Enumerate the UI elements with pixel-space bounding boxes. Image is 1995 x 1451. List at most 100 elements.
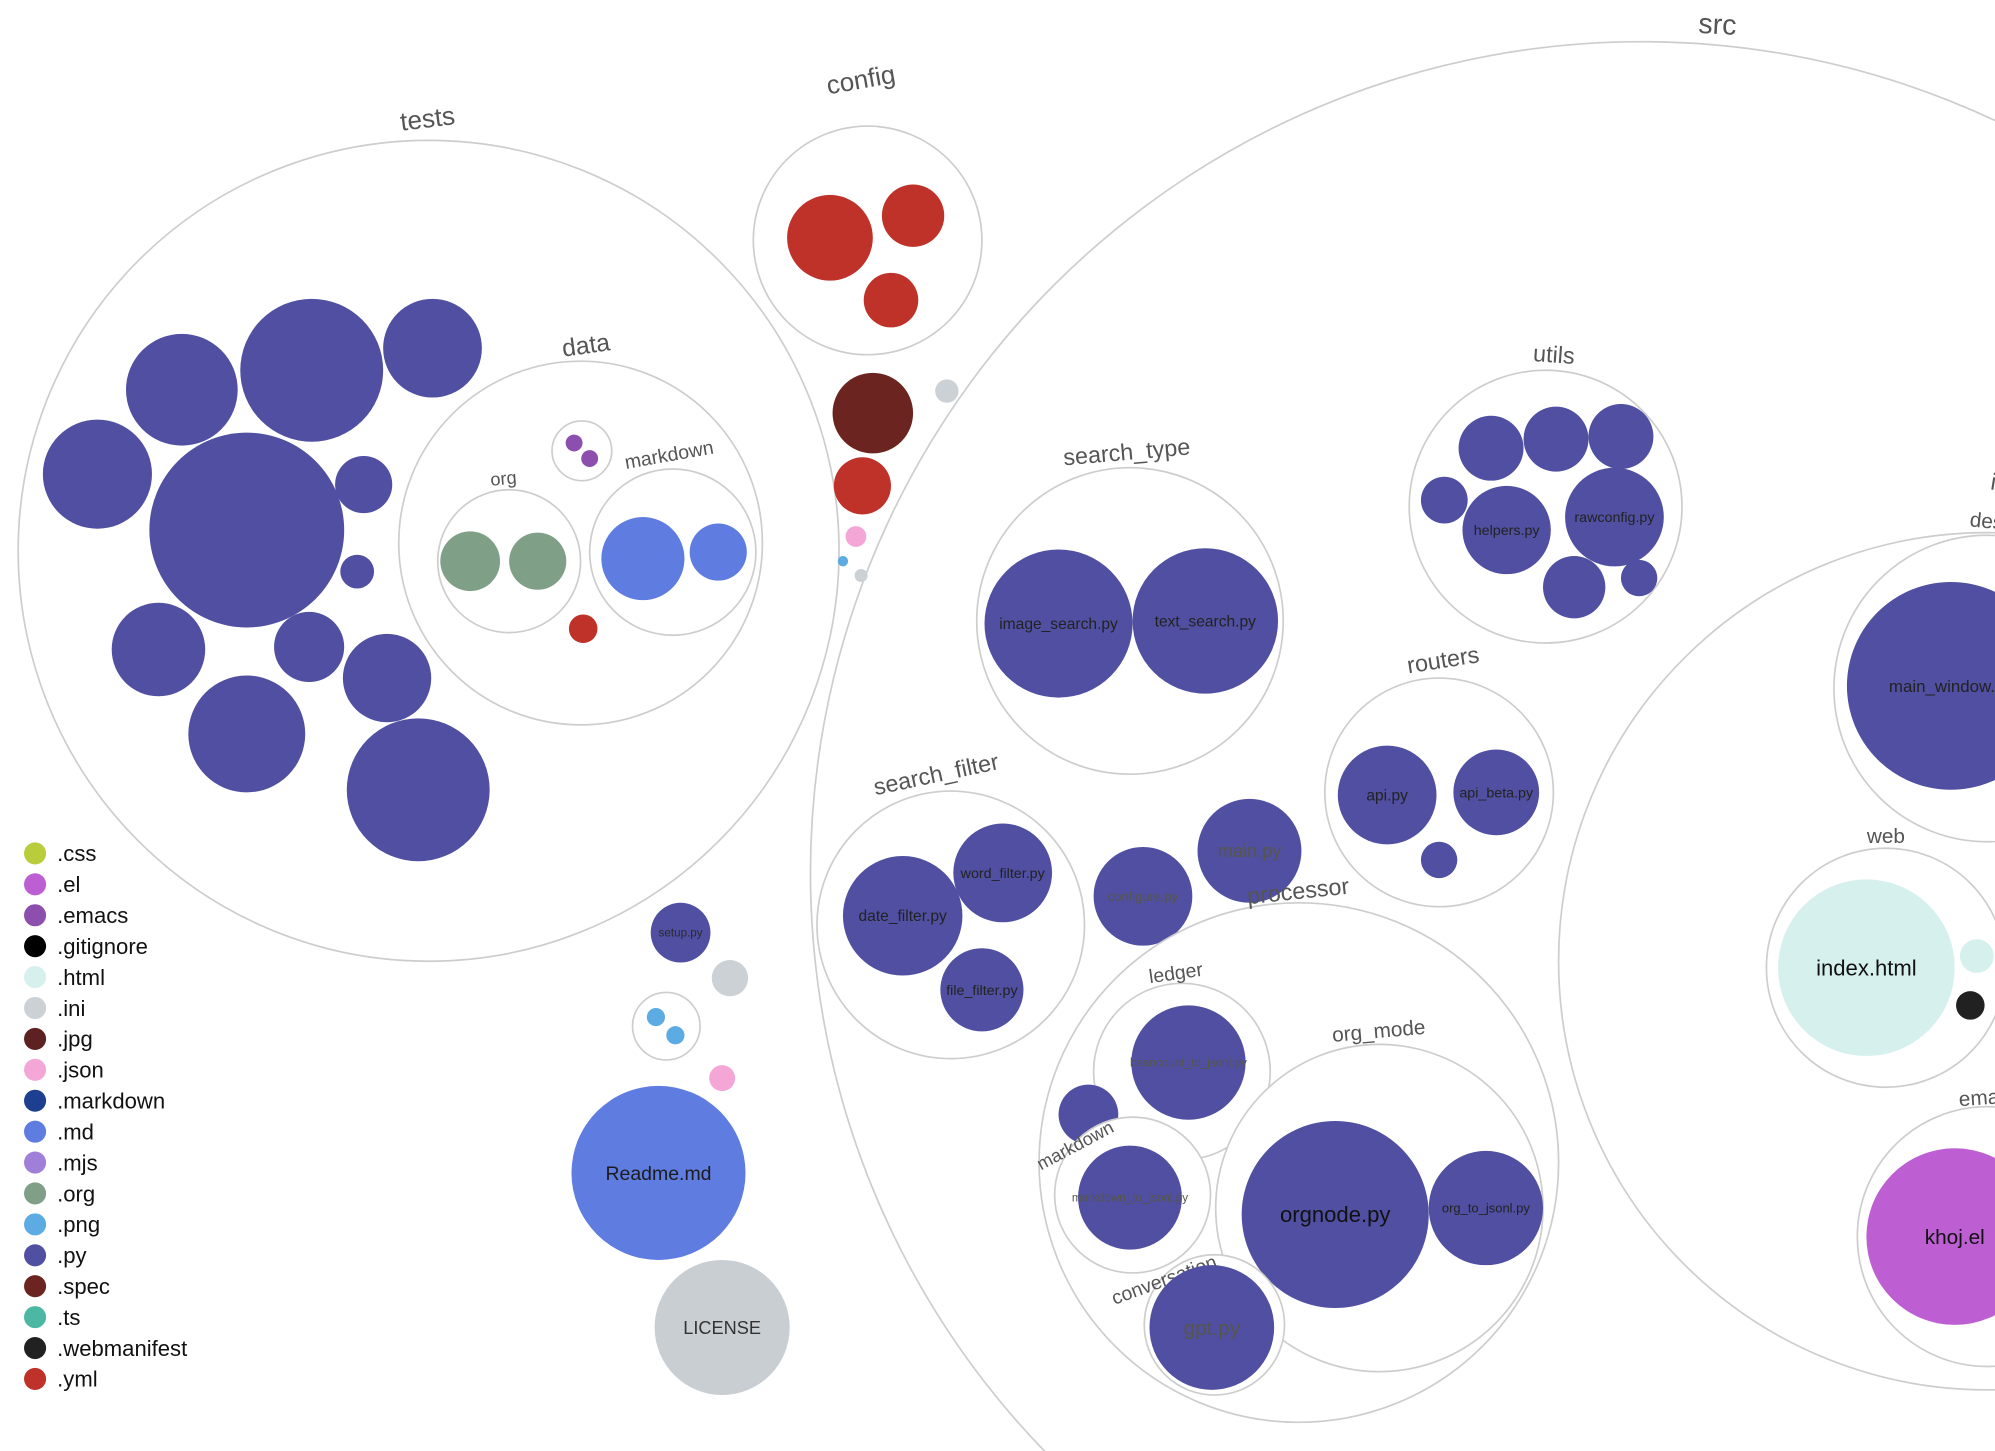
file-circle-routers-py-small [1420,841,1458,879]
file-circle-beancount-to-jsonl-py [1131,1005,1246,1120]
file-circle-data-emacs-2 [581,450,599,468]
legend-dot-ini [24,996,47,1020]
file-circle-rawconfig-py [1565,467,1664,567]
label-tests-dir: tests [398,100,456,136]
file-circle-root-spec [832,372,914,454]
file-circle-khoj-el [1866,1148,1995,1325]
legend-dot-json [24,1058,47,1081]
legend-dot-css [24,842,47,865]
legend-dot-mjs [24,1151,47,1174]
file-circle-configure-py [1093,846,1193,946]
file-circle-markdown-to-jsonl-py [1078,1145,1182,1250]
file-circle-utils-py-2 [1523,406,1589,472]
file-circle-root-json-2 [709,1065,736,1092]
legend-label-json: .json [57,1058,104,1083]
file-circle-word-filter-py [953,823,1053,923]
dir-circle-routers-dir [1323,677,1555,908]
file-circle-utils-py-6 [1620,559,1658,597]
legend-dot-md [24,1120,47,1143]
file-circle-file-filter-py [940,948,1024,1032]
file-circle-root-yml [833,457,891,515]
legend-label-el: .el [57,872,80,897]
legend-label-yml: .yml [57,1367,97,1392]
file-circle-web-html-small [1959,939,1994,973]
file-circle-data-yml [568,614,598,644]
legend-label-ini: .ini [57,996,85,1021]
file-circle-license-root [654,1259,790,1396]
legend-dot-spec [24,1275,47,1298]
legend-label-webmanifest: .webmanifest [57,1336,187,1361]
legend-label-markdown: .markdown [57,1089,165,1114]
legend-label-css: .css [57,841,96,866]
dir-circle-data-sub-dir [551,420,613,482]
file-circle-api-beta-py [1453,749,1540,836]
file-circle-root-png-dot [837,556,849,567]
label-config-dir: config [824,59,897,101]
file-circle-tests-py-2 [240,298,384,442]
file-circle-config-yml-1 [787,194,873,281]
legend-label-md: .md [57,1119,94,1144]
legend-label-mjs: .mjs [57,1150,97,1175]
file-circle-org-file-2 [509,532,567,590]
file-circle-orgnode-py [1241,1120,1429,1309]
legend-dot-ts [24,1306,47,1329]
file-circle-api-py [1337,745,1437,845]
label-src-dir: src [1698,8,1738,42]
legend-dot-markdown [24,1089,47,1112]
file-circle-tests-py-4 [42,419,152,529]
file-circle-image-search-py [984,549,1133,698]
legend-dot-el [24,873,47,896]
file-circle-md-file-2 [689,523,747,581]
file-circle-org-file-1 [440,531,501,592]
legend-label-py: .py [57,1243,86,1268]
file-circle-tests-py-3 [383,298,482,398]
file-circle-date-filter-py [842,856,963,976]
file-circle-tests-py-1 [125,333,238,446]
legend-label-gitignore: .gitignore [57,934,148,959]
file-circle-tests-py-11 [188,675,306,793]
file-circle-config-yml-3 [863,272,919,328]
file-circle-assets-png-2 [666,1026,685,1045]
file-circle-tests-py-8 [274,611,345,682]
file-circle-assets-png-1 [646,1007,665,1027]
file-circle-web-webmanifest [1956,991,1985,1020]
file-circle-data-emacs-1 [565,434,583,452]
file-circle-tests-py-7 [111,602,206,697]
file-circle-root-ini-1 [935,379,959,403]
file-circle-main-py [1197,798,1302,903]
file-circle-tests-py-12 [346,718,490,862]
legend-dot-webmanifest [24,1336,47,1360]
file-circle-root-ini-2 [711,959,749,997]
legend-label-emacs: .emacs [57,903,128,928]
file-circle-tests-py-6 [335,455,393,514]
legend-dot-yml [24,1367,47,1390]
file-circle-root-json-1 [845,526,867,547]
file-circle-setup-py [650,902,711,963]
file-circle-tests-py-5 [149,432,345,628]
file-circle-text-search-py [1132,548,1279,694]
legend-label-spec: .spec [57,1274,110,1299]
file-circle-md-file-1 [601,517,685,601]
legend-dot-py [24,1244,47,1267]
legend-dot-png [24,1213,47,1236]
legend-dot-html [24,966,47,989]
legend-label-org: .org [57,1181,95,1206]
file-circle-utils-py-3 [1588,404,1654,469]
file-circle-index-html [1778,879,1955,1057]
file-circle-main-window-py [1846,582,1995,790]
file-circle-utils-py-5 [1543,556,1606,619]
file-circle-config-yml-2 [881,184,945,247]
file-circle-gpt-py [1149,1265,1275,1390]
legend-label-png: .png [57,1212,100,1237]
legend-dot-org [24,1182,47,1205]
legend-dot-emacs [24,904,47,927]
file-circle-utils-py-4 [1420,476,1468,524]
legend-dot-jpg [24,1027,47,1050]
file-circle-helpers-py [1462,485,1551,575]
file-circle-org-to-jsonl-py [1428,1150,1544,1266]
dir-circle-assets-dir [631,991,701,1061]
file-circle-root-ini-dot [854,568,868,582]
legend-dot-gitignore [24,935,47,958]
